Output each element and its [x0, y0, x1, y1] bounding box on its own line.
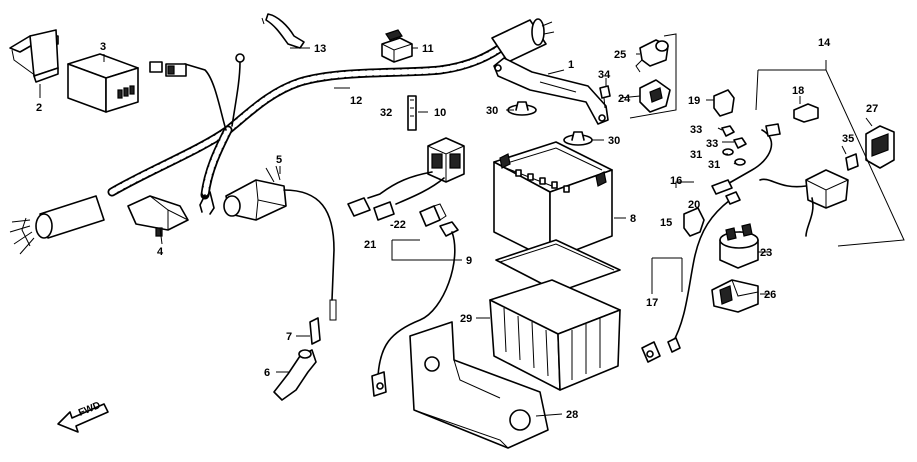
callout-31-upper: 31 — [690, 149, 702, 161]
part-29-battery-tray — [489, 239, 621, 391]
callout-8: 8 — [630, 213, 636, 225]
part-23-relay — [719, 223, 759, 269]
callout-23: 23 — [760, 247, 772, 259]
part-22-connector — [419, 203, 447, 227]
part-25-fitting — [635, 39, 669, 73]
callout-32: 32 — [380, 107, 392, 119]
leader-14-left — [755, 69, 759, 111]
leader-16 — [675, 181, 694, 188]
part-33-nuts — [721, 125, 747, 149]
part-28-bracket — [409, 321, 549, 449]
part-12-wire-harness — [9, 18, 555, 255]
bracket-15-17 — [651, 257, 683, 294]
callout-30-right: 30 — [608, 135, 620, 147]
forward-direction-indicator: FWD — [57, 400, 109, 433]
part-13-clamp — [261, 13, 305, 49]
callout-14: 14 — [818, 37, 831, 49]
callout-16: 16 — [670, 175, 682, 187]
part-32-clip — [407, 95, 417, 131]
part-34-bolt — [599, 85, 611, 109]
callout-28: 28 — [566, 409, 578, 421]
part-35-spacer — [845, 153, 859, 171]
callout-10: 10 — [434, 107, 446, 119]
part-17-cable — [641, 191, 741, 363]
leader-lines — [39, 47, 873, 417]
callout-11: 11 — [422, 43, 434, 55]
callout-20: 20 — [688, 199, 700, 211]
fwd-arrow-icon — [57, 403, 109, 433]
part-4-unit — [127, 195, 189, 237]
callout-31-lower: 31 — [708, 159, 720, 171]
part-7-part-6-plug-cap — [273, 317, 321, 401]
callout-4: 4 — [157, 246, 164, 258]
callout-17: 17 — [646, 297, 658, 309]
callout-3: 3 — [100, 41, 106, 53]
callout-15: 15 — [660, 217, 672, 229]
callout-21: 21 — [364, 239, 376, 251]
callout-19: 19 — [688, 95, 700, 107]
part-24-relay — [639, 79, 671, 113]
part-9-battery-cable — [371, 221, 459, 397]
callout-26: 26 — [764, 289, 776, 301]
callout-33-lower: 33 — [706, 138, 718, 150]
callout-22: -22 — [390, 219, 406, 231]
part-14-regulator — [711, 123, 849, 237]
callout-5: 5 — [276, 154, 282, 166]
bracket-14 — [758, 60, 905, 247]
part-5-ignition-coil — [223, 165, 337, 321]
part-30-grommets — [507, 101, 593, 146]
callout-30-left: 30 — [486, 105, 498, 117]
callout-25: 25 — [614, 49, 626, 61]
part-11-relay — [381, 29, 413, 63]
callout-6: 6 — [264, 367, 270, 379]
part-2-bracket — [9, 29, 59, 83]
callout-12: 12 — [350, 95, 362, 107]
part-27-switch — [865, 125, 895, 169]
callout-24: 24 — [618, 93, 631, 105]
callout-29: 29 — [460, 313, 472, 325]
part-26-cover — [711, 279, 759, 313]
callout-9: 9 — [466, 255, 472, 267]
callout-1: 1 — [568, 59, 574, 71]
callout-27: 27 — [866, 103, 878, 115]
part-19-cap — [713, 89, 735, 117]
callout-7: 7 — [286, 331, 292, 343]
part-1-holder-bar — [493, 57, 609, 125]
callout-34: 34 — [598, 69, 611, 81]
callout-35: 35 — [842, 133, 854, 145]
part-10-fuse-box — [347, 137, 465, 221]
callout-2: 2 — [36, 102, 42, 114]
part-20-terminal — [683, 207, 705, 237]
part-31-washers — [722, 148, 746, 166]
callout-33-upper: 33 — [690, 124, 702, 136]
part-18-clip — [793, 103, 819, 123]
part-3-control-unit — [67, 53, 139, 113]
bracket-24-25 — [629, 33, 677, 119]
callout-13: 13 — [314, 43, 326, 55]
callout-labels: 2 3 4 5 6 7 8 9 10 11 12 13 14 15 16 17 … — [36, 37, 878, 421]
callout-18: 18 — [792, 85, 804, 97]
part-8-battery — [493, 141, 613, 261]
